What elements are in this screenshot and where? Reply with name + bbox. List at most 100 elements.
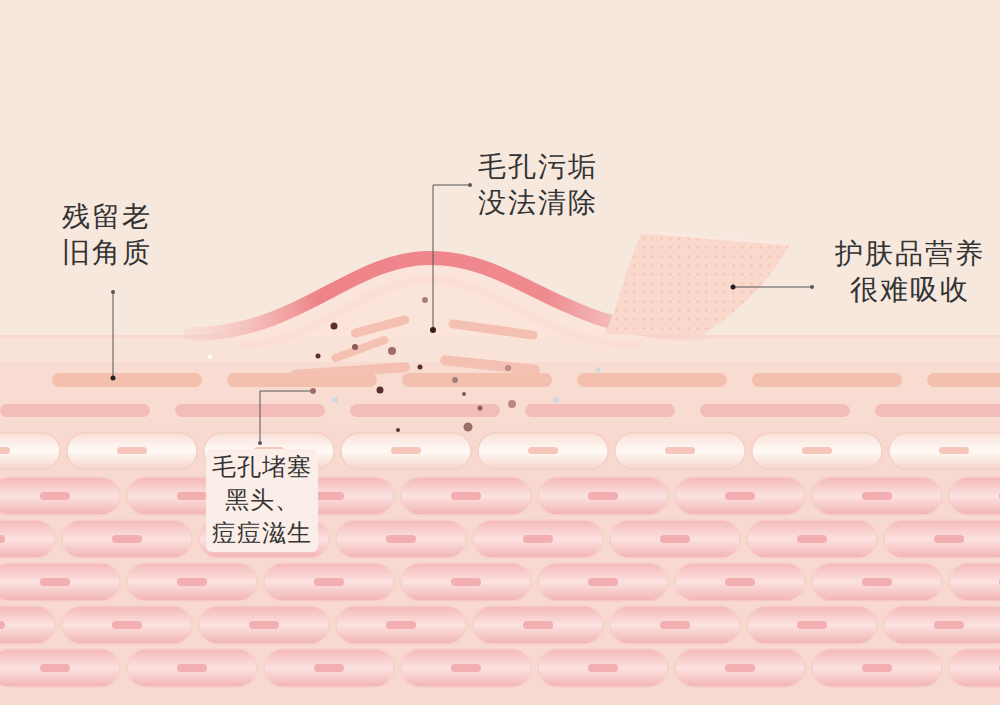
skin-cell: [0, 447, 10, 454]
skin-cell: [249, 621, 279, 629]
skin-cell: [934, 535, 964, 543]
skin-cell: [884, 520, 1000, 558]
skin-cell: [386, 535, 416, 543]
skin-cell: [473, 520, 603, 558]
skin-cell: [401, 649, 531, 687]
skin-cell: [112, 535, 142, 543]
skin-cell: [675, 649, 805, 687]
skin-cell: [949, 649, 1000, 687]
skin-cell: [264, 649, 394, 687]
skin-cell: [660, 621, 690, 629]
skin-cell: [812, 477, 942, 515]
skin-cell: [127, 649, 257, 687]
skin-cell: [999, 664, 1000, 672]
skin-cell: [884, 606, 1000, 644]
skin-cell: [725, 492, 755, 500]
skin-cell: [934, 621, 964, 629]
skin-cell: [862, 578, 892, 586]
skin-cell: [999, 492, 1000, 500]
skin-cell: [523, 535, 553, 543]
skin-cell: [675, 477, 805, 515]
skin-cell: [610, 606, 740, 644]
skin-cell: [0, 404, 150, 417]
skin-cell: [615, 433, 745, 469]
skin-cell: [478, 433, 608, 469]
skin-cell: [588, 492, 618, 500]
skin-cell: [177, 578, 207, 586]
skin-cell: [0, 520, 55, 558]
skin-cell: [949, 563, 1000, 601]
skin-cell: [451, 664, 481, 672]
skin-cell: [675, 563, 805, 601]
skin-cell: [700, 404, 850, 417]
skin-cell: [350, 404, 500, 417]
skin-cell: [752, 373, 902, 387]
skin-cell: [314, 492, 344, 500]
skin-cell: [0, 649, 120, 687]
skin-cell: [577, 373, 727, 387]
skin-cell: [588, 664, 618, 672]
callout-label: 护肤品营养 很难吸收: [835, 236, 985, 308]
skin-cell: [177, 664, 207, 672]
skin-cell: [451, 492, 481, 500]
skin-cell: [67, 433, 197, 469]
skin-cell: [386, 621, 416, 629]
skin-cell: [725, 664, 755, 672]
skin-cell: [889, 433, 1000, 469]
skin-cell: [177, 492, 207, 500]
skin-cell: [0, 433, 60, 469]
skin-cell: [802, 447, 832, 454]
skin-cell: [752, 433, 882, 469]
skin-cell: [264, 563, 394, 601]
skin-cell: [939, 447, 969, 454]
skin-cell: [747, 520, 877, 558]
skin-cell: [40, 664, 70, 672]
skin-cell: [0, 606, 55, 644]
skin-cell: [175, 404, 325, 417]
skin-cell: [538, 477, 668, 515]
skin-cell: [610, 520, 740, 558]
skin-cell: [52, 373, 202, 387]
skin-cell: [812, 563, 942, 601]
skin-cell: [523, 621, 553, 629]
skin-cell: [797, 535, 827, 543]
callout-label: 毛孔堵塞 黑头、痘痘滋生: [206, 449, 318, 552]
callout-label: 残留老 旧角质: [62, 199, 152, 271]
skin-cell: [402, 373, 552, 387]
skin-cell: [0, 621, 5, 629]
skin-cell: [314, 664, 344, 672]
callout-label: 毛孔污垢 没法清除: [478, 149, 598, 221]
skin-cell: [949, 477, 1000, 515]
skin-cell: [875, 404, 1000, 417]
skin-cell: [451, 578, 481, 586]
skin-cell: [336, 606, 466, 644]
skin-cell: [336, 520, 466, 558]
skin-cell: [40, 578, 70, 586]
skin-cell: [528, 447, 558, 454]
skin-cell: [314, 578, 344, 586]
skin-cell: [588, 578, 618, 586]
skin-cell: [660, 535, 690, 543]
skin-cell: [812, 649, 942, 687]
skin-cell: [538, 563, 668, 601]
skin-cell: [117, 447, 147, 454]
skin-cell: [862, 664, 892, 672]
skin-cell: [341, 433, 471, 469]
skin-cell: [401, 477, 531, 515]
skin-cell: [391, 447, 421, 454]
skin-cell: [927, 373, 1000, 387]
skin-cell: [999, 578, 1000, 586]
skin-cell: [725, 578, 755, 586]
skin-cell: [0, 535, 5, 543]
skin-cell: [525, 404, 675, 417]
skin-cell: [862, 492, 892, 500]
skin-cell: [62, 520, 192, 558]
skin-cell: [62, 606, 192, 644]
skin-cell: [797, 621, 827, 629]
skin-cell: [473, 606, 603, 644]
skin-cell: [127, 563, 257, 601]
skin-cell: [665, 447, 695, 454]
skin-cell: [112, 621, 142, 629]
skin-cell: [199, 606, 329, 644]
